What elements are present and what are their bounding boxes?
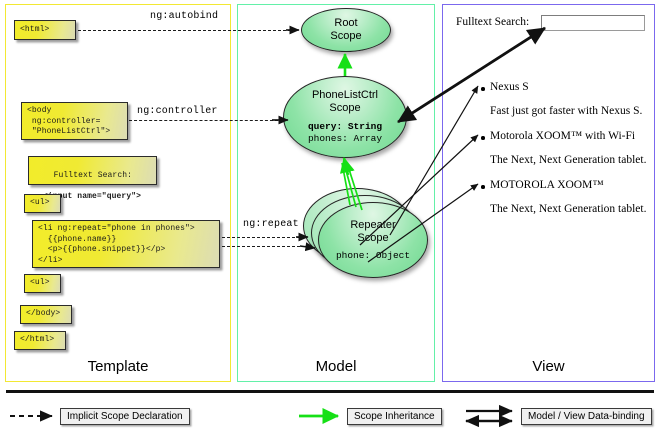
view-item-name-1: Motorola XOOM™ with Wi-Fi <box>490 130 636 142</box>
connector-ng-controller <box>129 120 278 121</box>
legend-divider <box>6 390 654 393</box>
view-search-label: Fulltext Search: <box>456 16 530 28</box>
scope-root-title-2: Scope <box>330 30 362 42</box>
code-box-ul-open: <ul> <box>24 194 61 213</box>
view-search-input[interactable] <box>541 15 645 31</box>
column-label-template: Template <box>87 358 149 375</box>
connector-label-ng-repeat: ng:repeat <box>243 219 299 230</box>
view-bullet-2 <box>481 185 485 189</box>
scope-repeater: Repeater Scope phone: Object <box>318 202 428 278</box>
scope-root: Root Scope <box>301 8 391 52</box>
scope-repeater-title-2: Scope <box>357 231 389 244</box>
connector-ng-repeat-a <box>222 237 305 238</box>
code-box-body-close: </body> <box>20 305 72 324</box>
scope-phonelistctrl: PhoneListCtrl Scope query: String phones… <box>283 76 407 158</box>
scope-phonelistctrl-prop-query: query: String <box>307 121 383 132</box>
view-item-snippet-1: The Next, Next Generation tablet. <box>490 154 647 166</box>
legend-glyph-double-arrow <box>465 404 513 428</box>
connector-label-ng-controller: ng:controller <box>137 106 218 117</box>
code-box-html-open: <html> <box>14 20 76 40</box>
column-view: View <box>442 4 655 382</box>
view-bullet-0 <box>481 87 485 91</box>
connector-label-ng-autobind: ng:autobind <box>150 11 219 22</box>
scope-root-title-1: Root <box>334 17 358 29</box>
view-item-name-0: Nexus S <box>490 81 529 93</box>
scope-phonelistctrl-title-1: PhoneListCtrl <box>311 89 379 101</box>
legend-item-model-view-data-binding: Model / View Data-binding <box>521 408 652 425</box>
column-label-model: Model <box>315 358 357 375</box>
code-box-html-close: </html> <box>14 331 66 350</box>
fulltext-search-label: Fulltext Search: <box>53 170 133 180</box>
code-box-body-open: <body ng:controller= "PhoneListCtrl"> <box>21 102 128 140</box>
scope-repeater-title-1: Repeater <box>350 218 396 231</box>
view-item-snippet-0: Fast just got faster with Nexus S. <box>490 105 643 117</box>
view-item-name-2: MOTOROLA XOOM™ <box>490 179 604 191</box>
connector-ng-repeat-b <box>222 246 305 247</box>
scope-phonelistctrl-prop-phones: phones: Array <box>307 133 383 144</box>
column-label-view: View <box>532 358 565 375</box>
view-bullet-1 <box>481 136 485 140</box>
legend-item-scope-inheritance: Scope Inheritance <box>347 408 442 425</box>
view-item-snippet-2: The Next, Next Generation tablet. <box>490 203 647 215</box>
connector-ng-autobind <box>78 30 291 31</box>
code-box-ul-close: <ul> <box>24 274 61 293</box>
code-box-fulltext-search: Fulltext Search: <input name="query"> <box>28 156 157 201</box>
legend-item-implicit-scope-declaration: Implicit Scope Declaration <box>60 408 190 425</box>
scope-phonelistctrl-title-2: Scope <box>329 102 361 114</box>
code-box-li-repeat: <li ng:repeat="phone in phones"> {{phone… <box>32 220 220 268</box>
scope-repeater-prop-phone: phone: Object <box>335 249 411 261</box>
